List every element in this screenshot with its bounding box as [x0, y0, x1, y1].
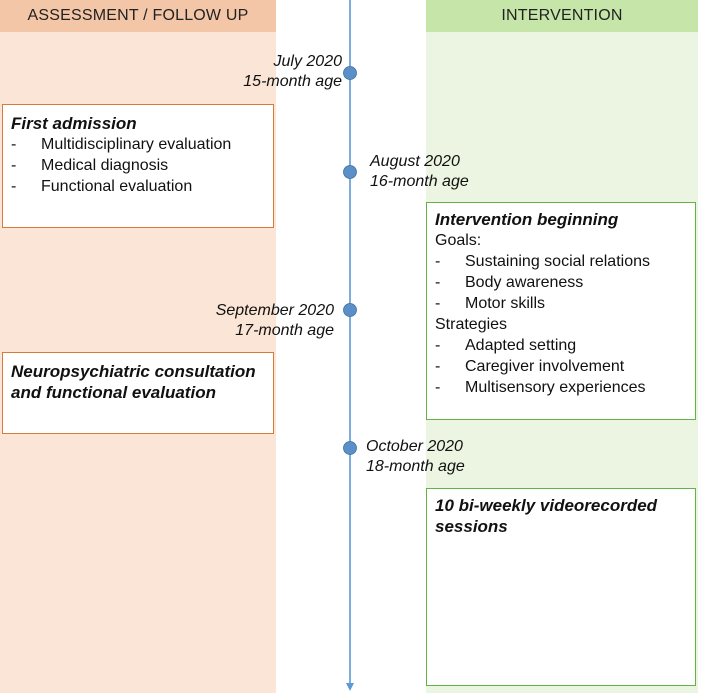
milestone-date: August 2020: [370, 153, 460, 170]
list-item: Adapted setting: [435, 335, 687, 356]
assessment-header: ASSESSMENT / FOLLOW UP: [0, 0, 276, 32]
sessions-title: 10 bi-weekly videorecorded sessions: [435, 496, 658, 536]
strategies-list: Adapted setting Caregiver involvement Mu…: [435, 335, 687, 398]
milestone-dot-july: [343, 66, 357, 80]
milestone-age: 18-month age: [366, 458, 465, 475]
intervention-beginning-box: Intervention beginning Goals: Sustaining…: [426, 202, 696, 420]
milestone-age: 15-month age: [243, 73, 342, 90]
list-item: Body awareness: [435, 272, 687, 293]
timeline-arrowhead: [346, 683, 354, 691]
first-admission-list: Multidisciplinary evaluation Medical dia…: [11, 134, 265, 197]
milestone-age: 17-month age: [235, 322, 334, 339]
first-admission-box: First admission Multidisciplinary evalua…: [2, 104, 274, 228]
milestone-dot-october: [343, 441, 357, 455]
first-admission-title: First admission: [11, 114, 137, 133]
sessions-box: 10 bi-weekly videorecorded sessions: [426, 488, 696, 686]
milestone-date: July 2020: [273, 53, 343, 70]
strategies-label: Strategies: [435, 316, 508, 333]
intervention-beginning-title: Intervention beginning: [435, 210, 619, 229]
list-item: Motor skills: [435, 293, 687, 314]
neuropsychiatric-box: Neuropsychiatric consultation and functi…: [2, 352, 274, 434]
list-item: Multisensory experiences: [435, 377, 687, 398]
goals-label: Goals:: [435, 232, 482, 249]
list-item: Functional evaluation: [11, 176, 265, 197]
list-item: Multidisciplinary evaluation: [11, 134, 265, 155]
milestone-label-august: August 2020 16-month age: [370, 152, 469, 192]
milestone-label-july: July 2020 15-month age: [243, 52, 342, 92]
list-item: Medical diagnosis: [11, 155, 265, 176]
milestone-date: September 2020: [215, 302, 334, 319]
goals-list: Sustaining social relations Body awarene…: [435, 251, 687, 314]
neuropsychiatric-title: Neuropsychiatric consultation and functi…: [11, 362, 256, 402]
milestone-age: 16-month age: [370, 173, 469, 190]
intervention-header: INTERVENTION: [426, 0, 698, 32]
list-item: Caregiver involvement: [435, 356, 687, 377]
milestone-label-september: September 2020 17-month age: [216, 301, 334, 341]
milestone-date: October 2020: [366, 438, 463, 455]
milestone-label-october: October 2020 18-month age: [366, 437, 465, 477]
milestone-dot-august: [343, 165, 357, 179]
milestone-dot-september: [343, 303, 357, 317]
list-item: Sustaining social relations: [435, 251, 687, 272]
